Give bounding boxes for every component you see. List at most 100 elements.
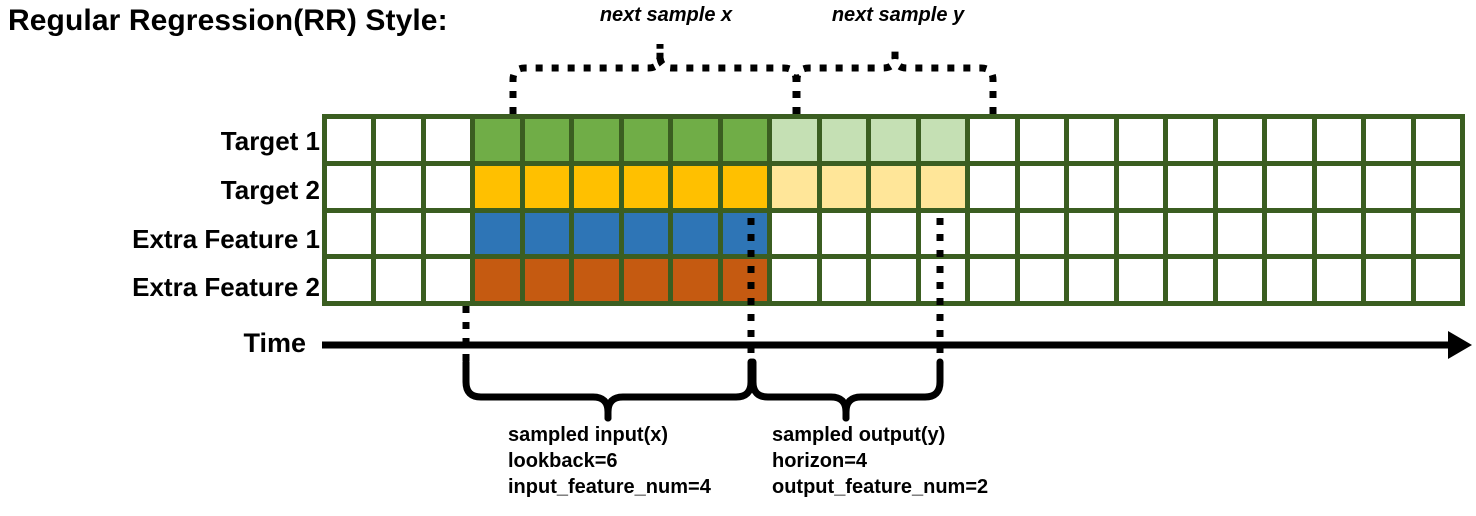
grid-cell [871, 259, 916, 301]
grid-cell [574, 212, 619, 255]
grid-cell [574, 119, 619, 161]
grid-cell [623, 259, 669, 301]
grid-cell [1316, 165, 1362, 208]
time-axis-arrow-icon [322, 331, 1472, 359]
grid-cell [970, 259, 1015, 301]
timeline-grid [322, 114, 1465, 306]
grid-cell [871, 119, 916, 161]
grid-cell [1168, 212, 1213, 255]
grid-cell [1366, 212, 1411, 255]
grid-cell [673, 212, 718, 255]
grid-cell [920, 259, 966, 301]
next-sample-x-label: next sample x [599, 4, 733, 26]
grid-cell [524, 119, 570, 161]
grid-cell [1366, 259, 1411, 301]
grid-cell [1415, 165, 1461, 208]
sampled-output-horizon: horizon=4 [772, 450, 868, 472]
grid-cell [1019, 119, 1065, 161]
grid-cell [1415, 259, 1461, 301]
grid-cell [623, 165, 669, 208]
row-label-extra-feature-2: Extra Feature 2 [132, 272, 320, 302]
grid-cell [376, 165, 421, 208]
grid-cell [376, 119, 421, 161]
grid-cell [1415, 119, 1461, 161]
grid-cell [772, 165, 817, 208]
grid-cell [970, 212, 1015, 255]
grid-cell [623, 212, 669, 255]
sampled-output-brace-icon [749, 358, 944, 422]
grid-cell [1366, 165, 1411, 208]
grid-cell [1069, 212, 1114, 255]
sampled-input-lookback: lookback=6 [508, 450, 618, 472]
time-axis-label: Time [243, 328, 306, 358]
grid-cell [1316, 119, 1362, 161]
grid-cell [376, 259, 421, 301]
grid-cell [1267, 212, 1312, 255]
row-label-target-2: Target 2 [220, 175, 320, 205]
grid-cell [920, 119, 966, 161]
grid-cell [1168, 119, 1213, 161]
next-sample-y-label: next sample y [831, 4, 965, 26]
grid-cell [871, 212, 916, 255]
grid-cell [673, 119, 718, 161]
grid-row-1 [327, 119, 1461, 161]
grid-cell [821, 212, 867, 255]
grid-cell [1019, 212, 1065, 255]
grid-cell [1069, 259, 1114, 301]
sampled-output-featnum: output_feature_num=2 [772, 476, 989, 498]
grid-cell [1316, 212, 1362, 255]
sampled-input-brace-icon [462, 358, 755, 422]
next-sample-x-brace-icon [509, 44, 800, 114]
grid-cell [970, 119, 1015, 161]
row-label-target-1: Target 1 [220, 126, 320, 156]
grid-cell [920, 212, 966, 255]
grid-cell [623, 119, 669, 161]
grid-cell [722, 165, 768, 208]
grid-cell [376, 212, 421, 255]
grid-row-2 [327, 165, 1461, 208]
grid-cell [772, 119, 817, 161]
grid-cell [1267, 259, 1312, 301]
grid-cell [1267, 119, 1312, 161]
grid-cell [1217, 259, 1263, 301]
grid-cell [1316, 259, 1362, 301]
grid-cell [425, 212, 471, 255]
grid-cell [1019, 165, 1065, 208]
page-title: Regular Regression(RR) Style: [8, 4, 448, 37]
grid-cell [821, 119, 867, 161]
grid-cell [425, 165, 471, 208]
grid-cell [574, 259, 619, 301]
grid-cell [574, 165, 619, 208]
grid-cell [821, 165, 867, 208]
grid-cell [871, 165, 916, 208]
grid-cell [1118, 165, 1164, 208]
grid-cell [1217, 165, 1263, 208]
sampled-output-title: sampled output(y) [772, 424, 946, 446]
grid-cell [970, 165, 1015, 208]
grid-cell [722, 212, 768, 255]
grid-cell [1366, 119, 1411, 161]
grid-cell [327, 165, 372, 208]
grid-cell [1415, 212, 1461, 255]
grid-cell [772, 259, 817, 301]
grid-row-3 [327, 212, 1461, 255]
grid-cell [475, 259, 520, 301]
grid-cell [821, 259, 867, 301]
grid-cell [425, 119, 471, 161]
grid-cell [673, 165, 718, 208]
grid-cell [1118, 259, 1164, 301]
grid-cell [1019, 259, 1065, 301]
grid-cell [1168, 165, 1213, 208]
grid-cell [1069, 165, 1114, 208]
grid-cell [1118, 212, 1164, 255]
grid-cell [772, 212, 817, 255]
grid-cell [1217, 212, 1263, 255]
grid-cell [1217, 119, 1263, 161]
grid-row-4 [327, 259, 1461, 301]
grid-cell [425, 259, 471, 301]
grid-cell [327, 259, 372, 301]
grid-cell [475, 119, 520, 161]
grid-cell [722, 119, 768, 161]
grid-cell [475, 165, 520, 208]
grid-cell [327, 119, 372, 161]
